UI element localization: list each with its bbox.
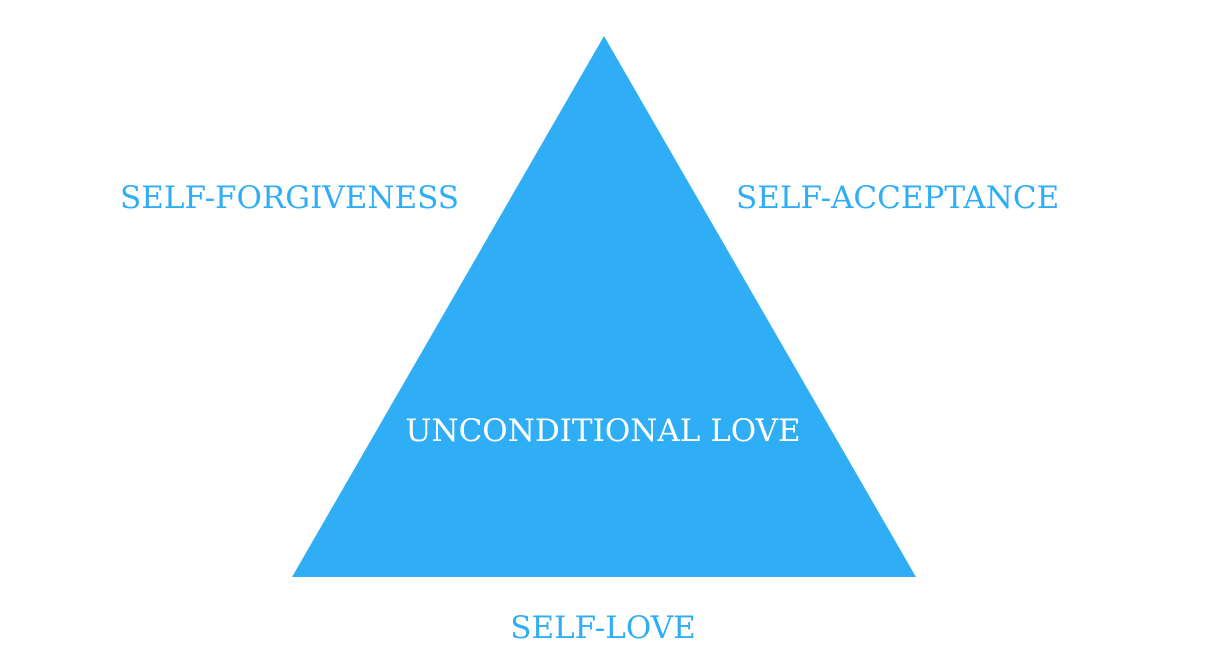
self-acceptance-label: SELF-ACCEPTANCE	[736, 180, 1060, 216]
self-forgiveness-label: SELF-FORGIVENESS	[120, 180, 460, 216]
unconditional-love-label: UNCONDITIONAL LOVE	[405, 413, 801, 449]
self-love-label: SELF-LOVE	[510, 610, 696, 646]
triangle-shape	[292, 36, 916, 577]
